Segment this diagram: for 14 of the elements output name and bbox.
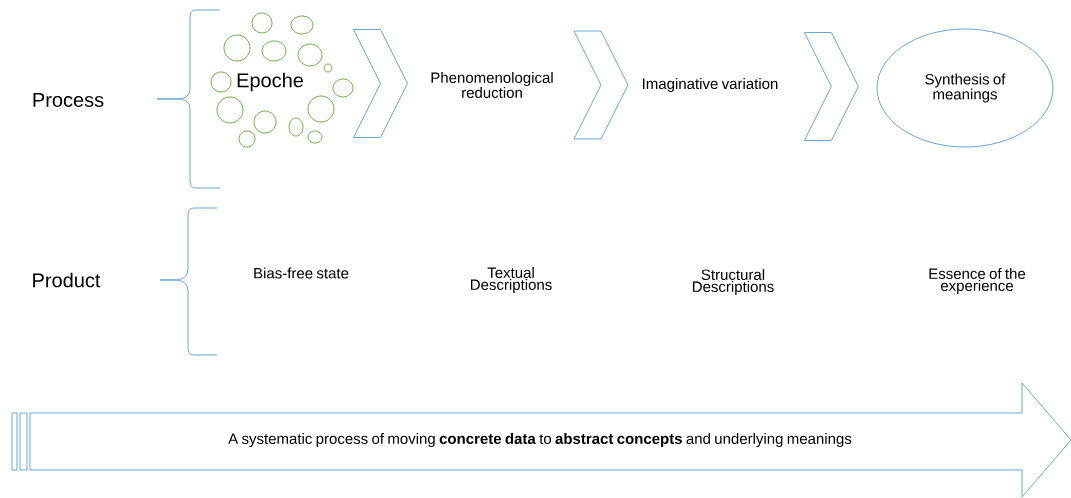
label-text: Bias-free state [254, 267, 349, 279]
chevron-arrow [573, 30, 629, 140]
chevron-arrow [353, 29, 408, 138]
label-text: Essence of the experience [929, 268, 1026, 294]
label-text: Textual Descriptions [470, 267, 552, 293]
step-text: Phenomenological reduction [431, 72, 553, 98]
bubble-cluster-drawing: Epoche [210, 12, 354, 148]
chevron-arrow [803, 32, 859, 141]
node-label: Epoche [237, 72, 304, 92]
label-text: Structural Descriptions [692, 269, 774, 295]
step-text: Imaginative variation [643, 78, 778, 92]
ellipse-node: Synthesis of meanings [876, 28, 1054, 148]
label-text: Process [33, 93, 104, 107]
label-text: Product [33, 272, 101, 288]
